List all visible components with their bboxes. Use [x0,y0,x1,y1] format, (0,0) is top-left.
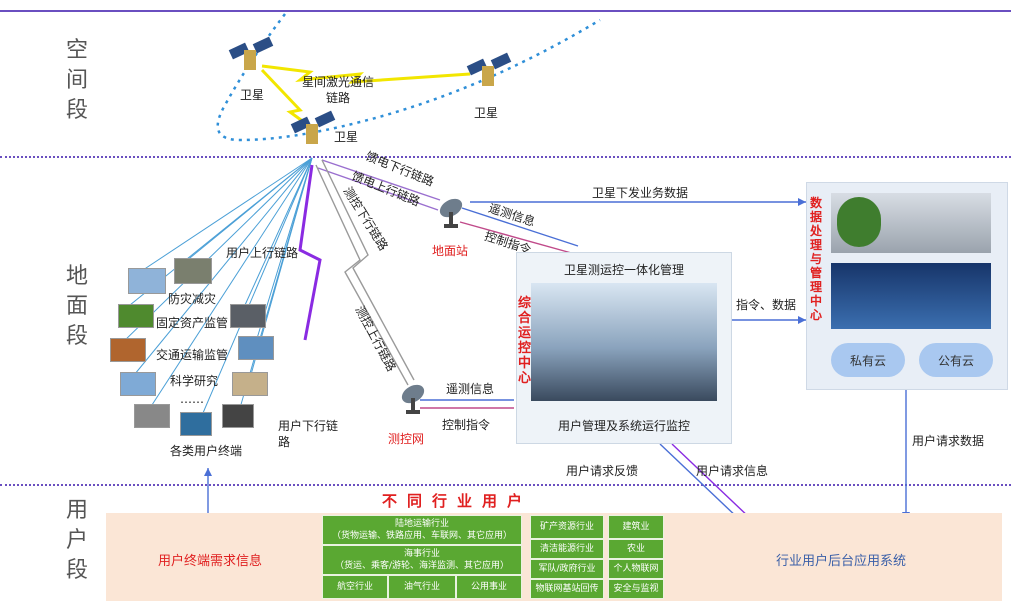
app-label: 固定资产监管 [156,316,229,330]
control-room-image [531,283,717,401]
segment-label-char: 面 [65,294,88,319]
segment-label-char: 户 [65,528,88,553]
app-label: 防灾减灾 [168,292,217,306]
app-photo [118,304,154,328]
app-label: 交通运输监管 [156,348,229,362]
industry-subtitle: （货运、乘客/游轮、海洋监测、其它应用） [334,561,510,571]
app-photo [120,372,156,396]
app-photo [230,304,266,328]
app-photo [134,404,170,428]
app-photo [128,268,166,294]
terminals-label: 各类用户终端 [170,444,243,458]
space-ground-divider [0,156,1011,158]
data-center-panel: 私有云 公有云 [806,182,1008,390]
industry-cell-construction: 建筑业 [608,515,664,539]
telemetry-label: 遥测信息 [446,382,495,396]
industry-cell-oil-gas: 油气行业 [388,575,456,599]
segment-label-char: 段 [65,324,88,349]
top-border [0,10,1011,12]
segment-label-char: 地 [65,264,88,289]
command-data-label: 指令、数据 [736,298,797,312]
satellite-label: 卫星 [334,130,359,144]
industry-cell-military: 军队/政府行业 [530,559,604,579]
satellite-label: 卫星 [240,88,265,102]
ground-segment-label: 地面段 [62,262,92,352]
tree-icon [837,197,881,247]
industry-cell-aviation: 航空行业 [322,575,388,599]
app-photo [174,258,212,284]
satellite-label: 卫星 [474,106,499,120]
private-cloud: 私有云 [831,343,905,377]
server-room-image [831,263,991,329]
industry-cell-clean-energy: 清洁能源行业 [530,539,604,559]
public-cloud: 公有云 [919,343,993,377]
user-uplink-label: 用户上行链路 [226,246,299,260]
data-center-vertical-label: 数据处理与管理中心 [810,196,823,322]
app-photo [232,372,268,396]
segment-label-char: 段 [65,558,88,583]
industry-cell-mining: 矿产资源行业 [530,515,604,539]
user-request-data-label: 用户请求数据 [912,434,985,448]
industry-cell-safety: 安全与监视 [608,579,664,599]
app-label: 科学研究 [170,374,219,388]
industry-cell-utilities: 公用事业 [456,575,522,599]
user-downlink-label: 用户下行链路 [278,419,339,449]
industry-cell-agriculture: 农业 [608,539,664,559]
ops-center-vertical-label: 综合运控中心 [518,296,532,386]
user-segment-label: 用户段 [62,496,92,586]
segment-label-char: 间 [65,68,88,93]
app-label: …… [180,392,204,406]
app-photo [238,336,274,360]
control-command-label: 控制指令 [442,418,491,432]
tt-network-label: 测控网 [388,432,425,446]
industry-title: 海事行业 [403,549,440,559]
industry-cell-iot-backhaul: 物联网基站回传 [530,579,604,599]
ground-station-label: 地面站 [432,244,469,258]
segment-label-char: 用 [65,498,88,523]
industry-subtitle: （货物运输、铁路应用、车联网、其它应用） [331,531,512,541]
ops-center-subtitle: 用户管理及系统运行监控 [557,419,690,433]
segment-label-char: 空 [65,38,88,63]
space-segment-label: 空间段 [62,36,92,126]
building-image [831,193,991,253]
app-photo [110,338,146,362]
app-photo [180,412,212,436]
industry-title: 陆地运输行业 [394,519,449,529]
industry-cell-personal-iot: 个人物联网 [608,559,664,579]
ops-center-panel: 卫星测运控一体化管理 用户管理及系统运行监控 [516,252,732,444]
industry-cell-land: 陆地运输行业 （货物运输、铁路应用、车联网、其它应用） [322,515,522,545]
ops-center-title: 卫星测运控一体化管理 [563,263,684,277]
segment-label-char: 段 [65,98,88,123]
laser-link-label: 星间激光通信链路 [301,75,374,105]
terminal-demand-label: 用户终端需求信息 [158,554,263,569]
ground-user-divider [0,484,1011,486]
app-photo [222,404,254,428]
industry-cell-sea: 海事行业 （货运、乘客/游轮、海洋监测、其它应用） [322,545,522,575]
backend-system-label: 行业用户后台应用系统 [776,554,907,569]
user-request-info-label: 用户请求信息 [696,464,769,478]
user-request-feedback-label: 用户请求反馈 [566,464,639,478]
satellite-business-data-label: 卫星下发业务数据 [592,186,689,200]
sector-users-title: 不同行业用户 [382,492,533,510]
